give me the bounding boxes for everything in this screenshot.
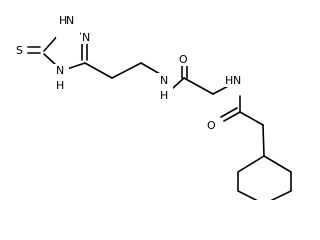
atom-amide-nh-left-hydrogen: H: [160, 89, 168, 102]
bond-co2-o-a: [223, 111, 241, 122]
bond-co1-ch2: [183, 77, 214, 95]
atom-amide-nh-right: N: [233, 74, 241, 87]
atom-amide-nh-left: N: [160, 74, 168, 87]
cyclohexane-ring: [237, 155, 292, 200]
bond-co2-ch2: [239, 111, 264, 126]
bond-c3-n4: [66, 62, 86, 70]
atom-carbonyl-o-upper: O: [179, 53, 188, 66]
molecule-structure: S H N N N H N H O H N O: [15, 14, 292, 200]
atom-n2: N: [82, 31, 90, 44]
bond-nh-co1: [172, 77, 185, 89]
molecule-canvas: S H N N N H N H O H N O: [15, 14, 292, 200]
bond-co2-o-b: [220, 107, 238, 118]
atom-carbonyl-o-lower: O: [207, 119, 216, 132]
atom-amide-nh-right-hydrogen: H: [225, 74, 233, 87]
bond-ch2-cy1: [262, 124, 265, 157]
bond-c3-ch2a: [84, 62, 113, 79]
atom-n4h-hydrogen: H: [56, 79, 64, 92]
atom-n1h: N: [66, 14, 74, 27]
atom-n1h-hydrogen: H: [59, 14, 67, 27]
bond-ch2b-nh: [140, 62, 161, 75]
atom-n4h: N: [56, 64, 64, 77]
bond-ch2a-ch2b: [111, 62, 142, 79]
atom-s-thione: S: [16, 44, 23, 57]
